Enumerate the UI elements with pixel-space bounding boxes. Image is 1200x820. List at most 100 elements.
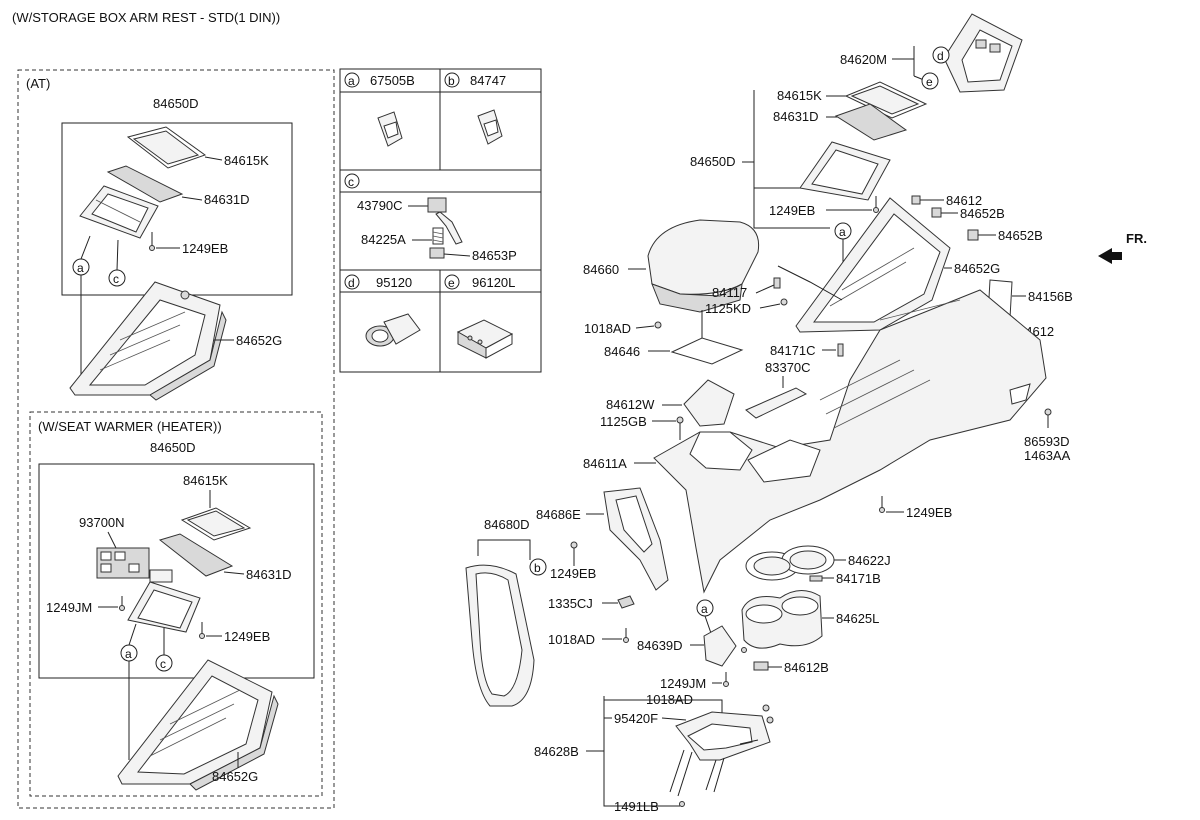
- main-84620M-part: [943, 13, 1023, 93]
- legend-d-socket-part: [365, 313, 421, 347]
- main-callout-d-text: d: [937, 49, 944, 63]
- main-84612B-part: [753, 661, 769, 671]
- main-84660-armrest-part: [647, 219, 760, 313]
- at-console-label: 84652G: [236, 333, 282, 348]
- main-84628B-label: 84628B: [534, 744, 579, 759]
- main-84612W-tray-part: [683, 379, 735, 427]
- legend-b-letter: b: [448, 74, 455, 88]
- main-84620M-label: 84620M: [840, 52, 887, 67]
- main-callout-e: [921, 72, 939, 90]
- main-callout-d: [932, 46, 950, 64]
- main-callout-e-text: e: [926, 75, 933, 89]
- main-1125GB-part: [676, 416, 684, 440]
- main-1335CJ-label: 1335CJ: [548, 596, 593, 611]
- main-84680D-label: 84680D: [484, 517, 530, 532]
- at-callout-a-text: a: [77, 261, 84, 275]
- main-84612W-label: 84612W: [606, 397, 655, 412]
- main-84611A-console-part: [653, 289, 1047, 594]
- legend-table: [339, 68, 542, 373]
- legend-c-spring-part: [432, 227, 444, 245]
- legend-d-badge: [344, 274, 360, 290]
- main-84615K-label: 84615K: [777, 88, 822, 103]
- legend-b-badge: [444, 72, 460, 88]
- legend-e-badge: [444, 274, 460, 290]
- at-cover-part: [126, 126, 207, 169]
- legend-b-part: 84747: [470, 73, 506, 88]
- sw-panel-part: [127, 533, 234, 633]
- main-84652G-part: [795, 197, 951, 333]
- at-panel-label: 84631D: [204, 192, 250, 207]
- legend-c-knob-part: [427, 197, 463, 245]
- main-84625L-label: 84625L: [836, 611, 879, 626]
- legend-c-part-3: 84653P: [472, 248, 517, 263]
- main-84631D-label: 84631D: [773, 109, 819, 124]
- main-1249JM-part: [723, 672, 729, 687]
- sw-screw-jm-label: 1249JM: [46, 600, 92, 615]
- main-83370C-label: 83370C: [765, 360, 811, 375]
- main-1491LB-label: 1491LB: [614, 799, 659, 814]
- legend-c-part-2: 84225A: [361, 232, 406, 247]
- main-84646-pad-part: [670, 337, 744, 365]
- sw-screw-jm-part: [119, 596, 125, 611]
- main-84622J-label: 84622J: [848, 553, 891, 568]
- options-outer-frame: [17, 69, 335, 809]
- main-1018AD-b-label: 1018AD: [548, 632, 595, 647]
- legend-c-letter: c: [348, 175, 354, 189]
- diagram-title: (W/STORAGE BOX ARM REST - STD(1 DIN)): [12, 10, 280, 25]
- main-84652B-b-part: [967, 229, 979, 241]
- sw-cover-label: 84615K: [183, 473, 228, 488]
- sw-assy-bracket: [38, 463, 315, 679]
- sw-callout-c-text: c: [160, 657, 166, 671]
- main-84652G-label: 84652G: [954, 261, 1000, 276]
- main-84171C-label: 84171C: [770, 343, 816, 358]
- legend-a-letter: a: [348, 74, 355, 88]
- main-84615K-part: [844, 81, 928, 119]
- main-84650D-label: 84650D: [690, 154, 736, 169]
- legend-e-jack-part: [456, 319, 514, 359]
- main-84660-label: 84660: [583, 262, 619, 277]
- main-callout-b-text: b: [534, 561, 541, 575]
- sw-callout-a-text: a: [125, 647, 132, 661]
- main-1249EB-left-part: [570, 541, 578, 549]
- legend-e-part: 96120L: [472, 275, 515, 290]
- at-cover-label: 84615K: [224, 153, 269, 168]
- main-95420F-label: 95420F: [614, 711, 658, 726]
- sw-screw-eb-part: [199, 622, 205, 639]
- legend-c-cap-part: [429, 247, 445, 259]
- sw-console-label: 84652G: [212, 769, 258, 784]
- main-86593D-label: 86593D: [1024, 434, 1070, 449]
- main-83370C-part: [745, 387, 808, 419]
- main-84625L-cupholder-part: [741, 590, 823, 649]
- main-84686E-label: 84686E: [536, 507, 581, 522]
- main-84612-top-part: [911, 195, 921, 205]
- main-1249EB-mid-part: [879, 496, 885, 513]
- legend-d-letter: d: [348, 276, 355, 290]
- main-84171B-label: 84171B: [836, 571, 881, 586]
- main-84652B-a-part: [931, 207, 942, 218]
- legend-c-part-1: 43790C: [357, 198, 403, 213]
- legend-b-clip-part: [477, 109, 503, 145]
- legend-a-part: 67505B: [370, 73, 415, 88]
- legend-d-part: 95120: [376, 275, 412, 290]
- legend-e-letter: e: [448, 276, 455, 290]
- main-84171C-part: [837, 343, 844, 357]
- sw-screw-eb-label: 1249EB: [224, 629, 270, 644]
- sw-assy-label: 84650D: [150, 440, 196, 455]
- main-84652B-b-label: 84652B: [998, 228, 1043, 243]
- section-at-label: (AT): [26, 76, 50, 91]
- main-84171B-part: [809, 575, 823, 582]
- main-84622J-cupholder-part: [745, 545, 835, 581]
- front-direction-label: FR.: [1126, 231, 1147, 246]
- main-84686E-bracket-part: [603, 487, 669, 591]
- legend-a-badge: [344, 72, 360, 88]
- front-arrow-icon: [1098, 248, 1122, 264]
- main-1249EB-left-label: 1249EB: [550, 566, 596, 581]
- legend-c-badge: [344, 173, 360, 189]
- main-1249JM-label: 1249JM: [660, 676, 706, 691]
- sw-cover-part: [180, 507, 252, 541]
- at-screw-part: [149, 232, 155, 251]
- main-1018AD-a-part: [654, 321, 662, 329]
- main-callout-a-bottom-text: a: [701, 602, 708, 616]
- main-84156B-label: 84156B: [1028, 289, 1073, 304]
- main-1018AD-a-label: 1018AD: [584, 321, 631, 336]
